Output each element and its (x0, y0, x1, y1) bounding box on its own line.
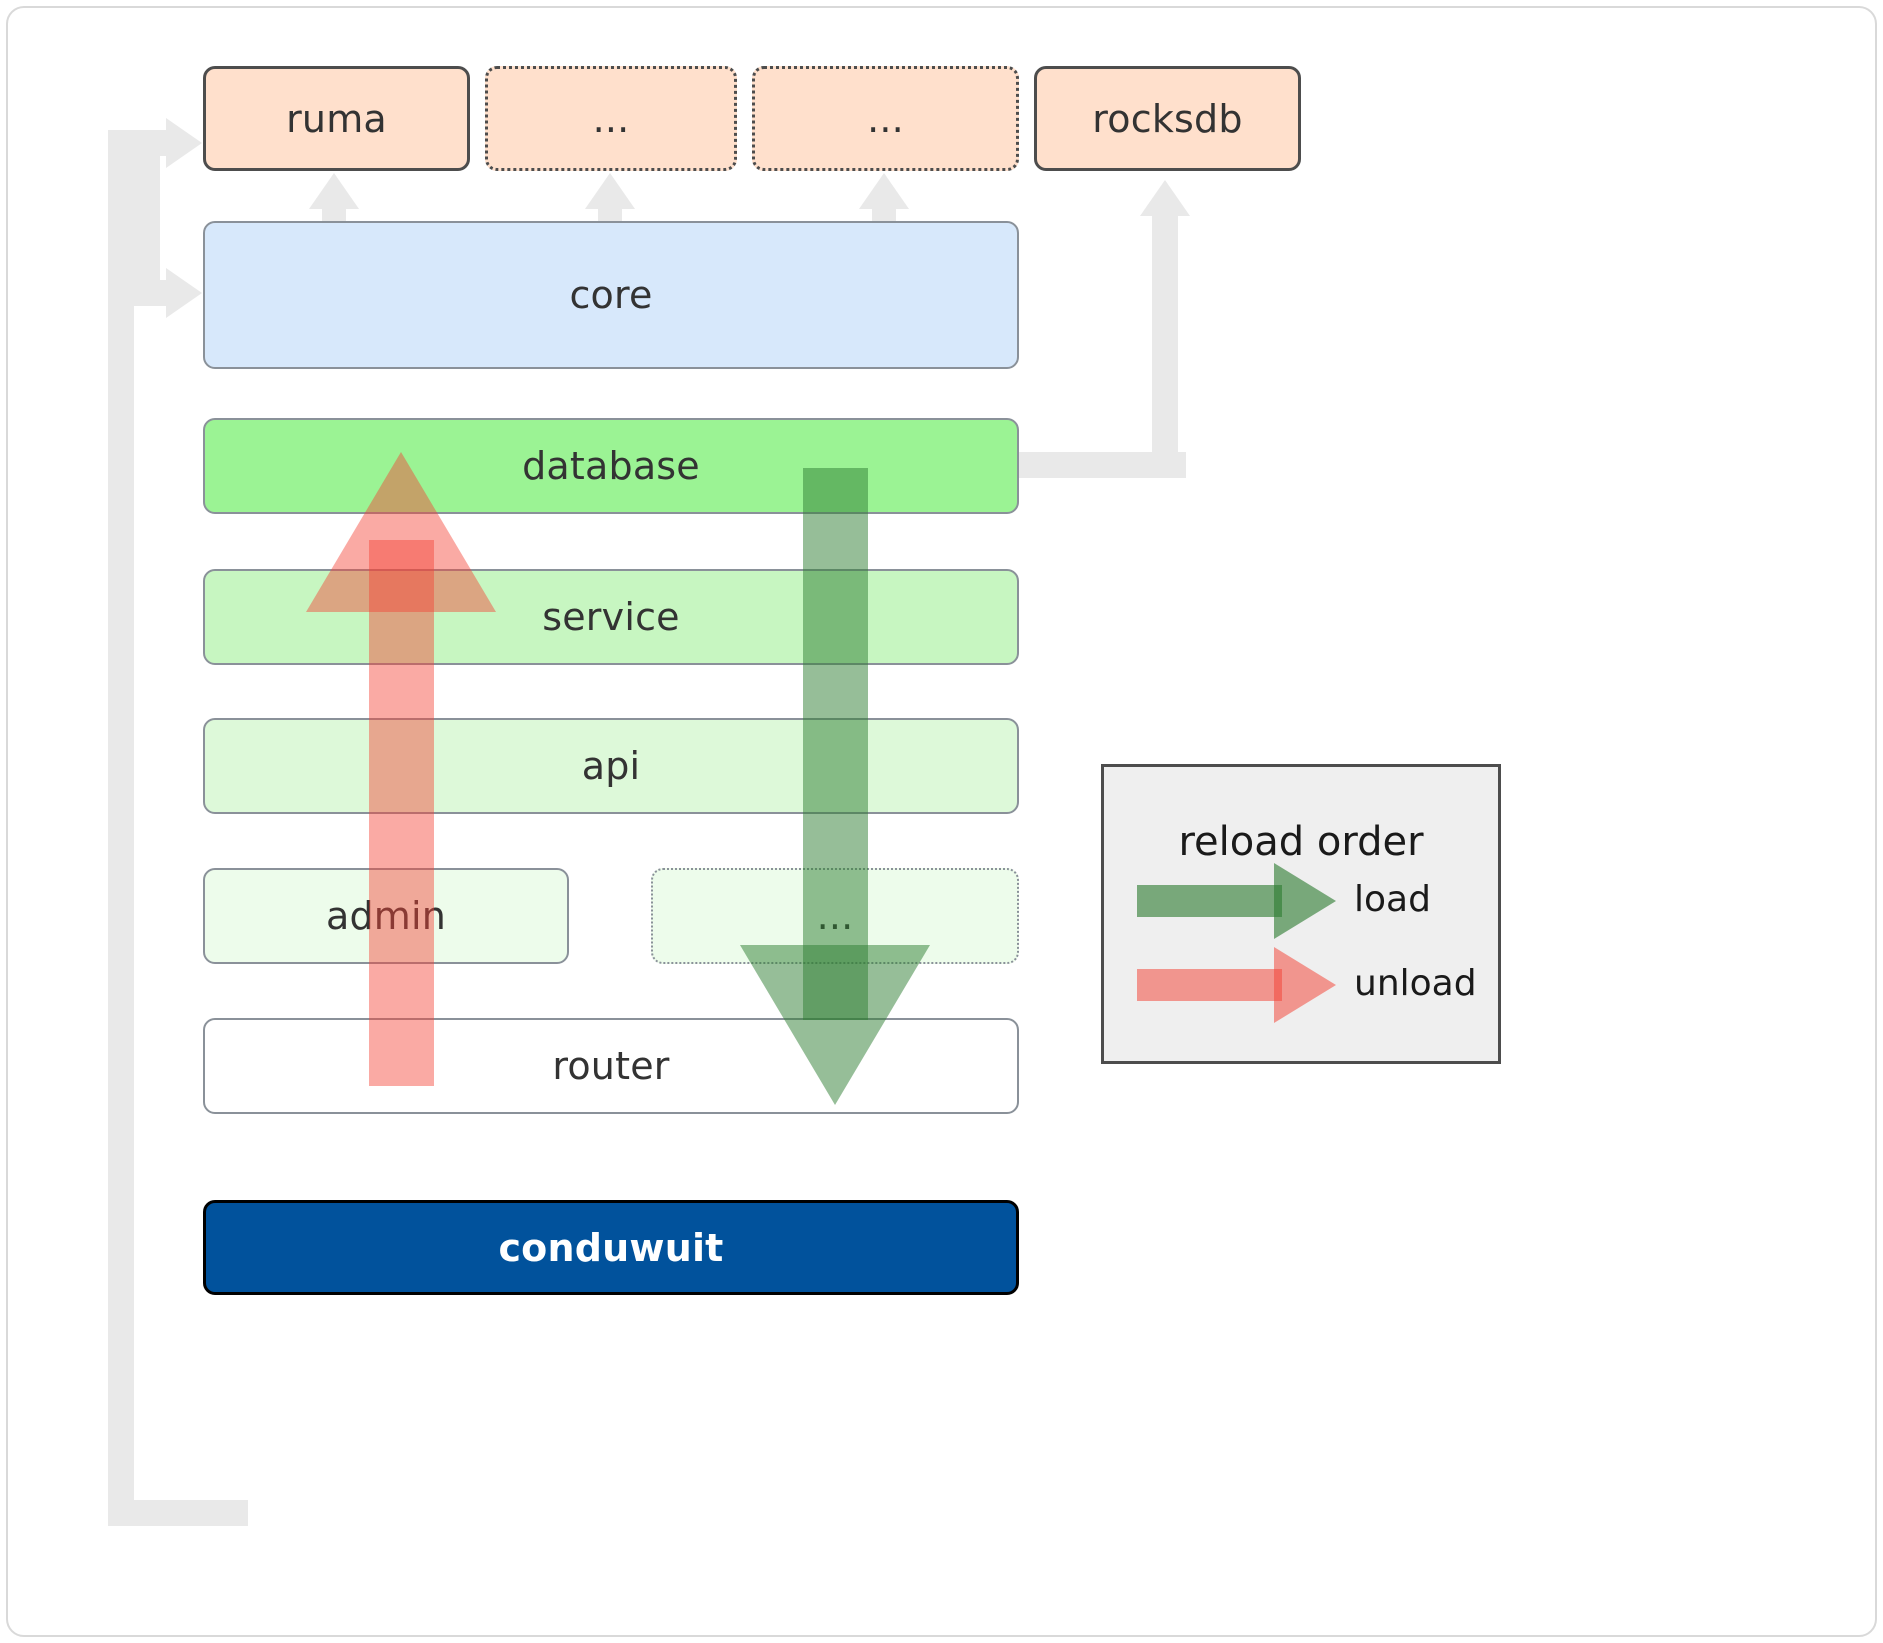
node-ext-1[interactable]: ... (485, 66, 737, 171)
connector-core-to-ext1-arrowhead (585, 173, 635, 209)
node-database-label: database (522, 444, 700, 488)
node-ruma[interactable]: ruma (203, 66, 470, 171)
node-ext-2[interactable]: ... (752, 66, 1019, 171)
node-ext-1-label: ... (592, 96, 630, 141)
node-rocksdb[interactable]: rocksdb (1034, 66, 1301, 171)
legend-unload-arrow-head (1274, 947, 1336, 1023)
connector-left-inner-rail (134, 130, 160, 306)
legend-title: reload order (1178, 819, 1424, 865)
connector-to-conduwuit (108, 1500, 248, 1526)
node-conduwuit-label: conduwuit (498, 1225, 724, 1270)
node-database[interactable]: database (203, 418, 1019, 514)
connector-to-core-arrowhead (166, 268, 202, 318)
node-ext-2-label: ... (867, 96, 904, 141)
connector-to-ruma-arrowhead (166, 118, 202, 168)
legend-load-label: load (1354, 879, 1431, 920)
node-service[interactable]: service (203, 569, 1019, 665)
load-arrow-shaft (803, 468, 868, 1020)
load-arrow-head (740, 945, 930, 1105)
connector-core-to-ext2-arrowhead (859, 173, 909, 209)
node-admin-label: admin (325, 894, 447, 938)
legend-unload-arrow-shaft (1137, 969, 1282, 1001)
legend-unload-label: unload (1354, 963, 1477, 1004)
node-rocksdb-label: rocksdb (1092, 96, 1243, 141)
connector-core-to-ruma-arrowhead (309, 173, 359, 209)
connector-db-to-rocksdb-vertical (1152, 214, 1178, 478)
legend-load-arrow-shaft (1137, 885, 1282, 917)
node-api[interactable]: api (203, 718, 1019, 814)
connector-db-to-rocksdb-arrowhead (1140, 180, 1190, 216)
node-core-label: core (569, 273, 653, 317)
legend-load-arrow-head (1274, 863, 1336, 939)
node-router-label: router (552, 1044, 670, 1088)
node-conduwuit[interactable]: conduwuit (203, 1200, 1019, 1295)
node-core[interactable]: core (203, 221, 1019, 369)
node-service-label: service (542, 595, 680, 639)
legend-panel: reload order load unload (1101, 764, 1501, 1064)
connector-left-rail (108, 130, 134, 1526)
unload-arrow-shaft (369, 540, 434, 1086)
unload-arrow-head (306, 452, 496, 612)
node-admin[interactable]: admin (203, 868, 569, 964)
node-ruma-label: ruma (286, 96, 387, 141)
node-api-label: api (581, 744, 641, 788)
